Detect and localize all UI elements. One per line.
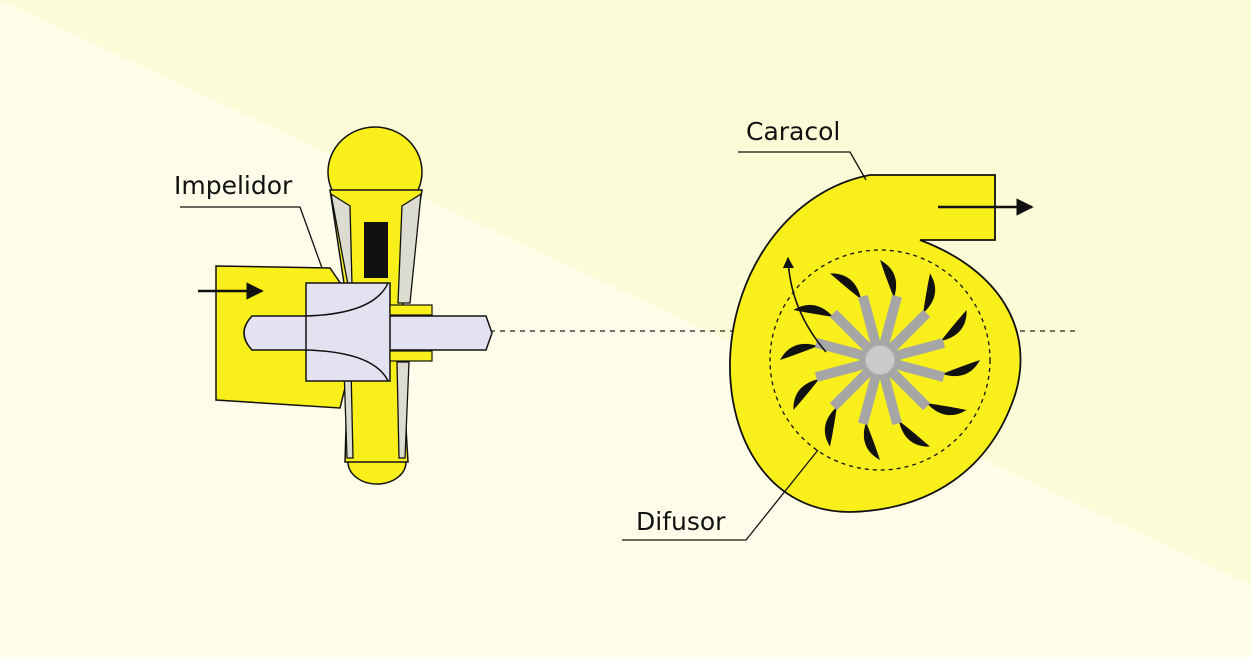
diffuser-vane (923, 273, 936, 314)
diffuser-vane (880, 260, 897, 298)
impeller-spoke (814, 356, 876, 382)
diffuser-leader-line (622, 449, 819, 541)
diffuser-vane (942, 360, 980, 377)
impeller-leader-line (180, 206, 323, 269)
impeller-spoke (829, 360, 880, 411)
diffuser-vane (780, 343, 818, 360)
diffuser-vane (863, 422, 880, 460)
impeller-spoke (880, 309, 931, 360)
pump-front-view: Caracol Difusor (622, 117, 1034, 541)
hub-curve-bottom (305, 349, 389, 382)
impeller-spoke (884, 356, 946, 382)
impeller-spoke (814, 338, 876, 364)
pump-side-view: Impelidor (174, 126, 493, 485)
impeller-spoke (829, 309, 880, 360)
volute-label: Caracol (746, 117, 840, 146)
hub-curve-top (305, 282, 389, 317)
impeller-spoke (876, 294, 902, 356)
impeller-spoke (880, 360, 931, 411)
diffuser-circle (769, 249, 991, 471)
impeller-spoke (884, 338, 946, 364)
impeller-blade-right (396, 192, 422, 459)
diffuser-vanes (780, 260, 980, 460)
shaft-collar-bottom (389, 350, 433, 362)
shaft-collar (389, 304, 433, 316)
impeller-spoke (858, 364, 884, 426)
hub-center (862, 342, 898, 378)
volute-leader-line (738, 151, 867, 181)
impeller-spoke (876, 364, 902, 426)
swirl-flow-arrow (782, 256, 827, 353)
impeller-label: Impelidor (174, 171, 293, 200)
impeller-hub (305, 282, 391, 382)
impeller-spoke (858, 294, 884, 356)
diffuser-label: Difusor (636, 507, 726, 536)
wear-ring (364, 222, 388, 278)
diffuser-vane (830, 273, 862, 300)
diffuser-vane (793, 304, 834, 317)
diffuser-vane (793, 378, 820, 410)
diffuser-vane (940, 310, 967, 342)
background-band (0, 0, 1251, 585)
diffuser-vane (926, 403, 967, 416)
impeller-spokes (814, 294, 946, 426)
diffuser-vane (824, 406, 837, 447)
diffuser-vane (898, 420, 930, 447)
